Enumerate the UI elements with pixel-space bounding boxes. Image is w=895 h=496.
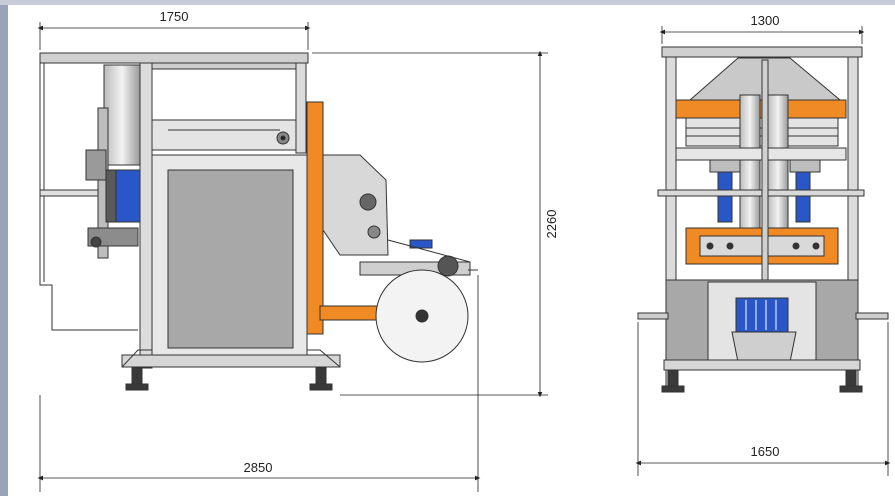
side-blue-cylinder (115, 169, 141, 223)
top-page-edge (0, 0, 895, 5)
front-blue-cylinder-right (795, 171, 811, 223)
side-base-rail (121, 354, 341, 368)
unwind-plate (322, 154, 389, 256)
film-carriage (151, 119, 297, 151)
left-page-edge (0, 0, 8, 496)
side-cabinet-panel (167, 169, 294, 349)
side-feet (125, 367, 333, 391)
side-orange-arm (306, 101, 324, 335)
front-blue-cylinder-left (717, 171, 733, 223)
front-feet (661, 369, 863, 393)
side-top-width-label: 1750 (160, 9, 189, 24)
forming-tube (103, 64, 141, 166)
front-top-plate (661, 46, 863, 58)
front-dimension-lines (635, 26, 891, 476)
side-view (39, 52, 478, 391)
front-total-width-label: 1650 (751, 444, 780, 459)
side-dimension-lines (37, 22, 548, 492)
side-total-width-label: 2850 (244, 460, 273, 475)
side-top-plate (39, 52, 309, 64)
front-orange-band (675, 99, 847, 119)
side-left-frame (39, 63, 138, 331)
front-view (637, 46, 889, 393)
side-column (139, 62, 153, 369)
side-height-label: 2260 (544, 210, 559, 239)
front-base (663, 359, 861, 371)
front-top-width-label: 1300 (751, 13, 780, 28)
front-blue-sealer (735, 297, 789, 333)
